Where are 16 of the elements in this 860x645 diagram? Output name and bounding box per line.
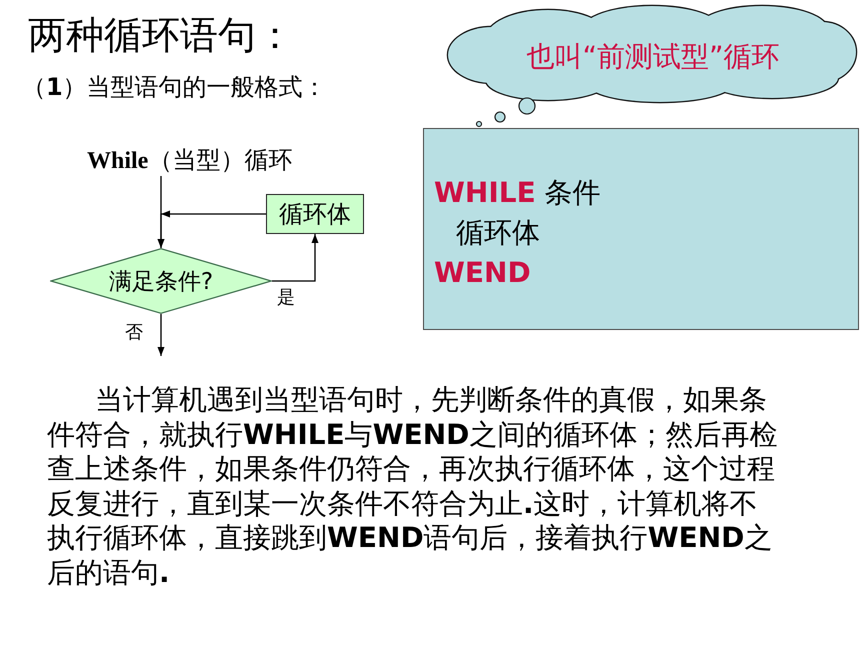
- code-line: 循环体: [456, 215, 540, 251]
- edge-label: 是: [277, 288, 295, 308]
- arrow: [158, 210, 266, 248]
- paragraph: 当计算机遇到当型语句时，先判断条件的真假，如果条件符合，就执行WHILE与WEND之间的循环体；然后再检查上述条件，如果条件仍符合，再次执行循环体，这个过程反复进行，直到某一次条件不符合为止.这时，计算机将不执行循环体，直接跳到WEND语句后，接着执行WEND之后的语句.: [47, 383, 778, 590]
- process-box: 循环体: [266, 194, 364, 234]
- subtitle: （1）当型语句的一般格式：: [22, 72, 327, 102]
- arrow: [158, 314, 164, 356]
- thought-cloud: 也叫“前测试型”循环: [446, 4, 860, 128]
- title: 两种循环语句：: [28, 12, 294, 58]
- edge-label: 否: [125, 323, 143, 343]
- chart-heading: While（当型）循环: [87, 146, 292, 176]
- code-panel: [423, 128, 859, 330]
- code-line: WHILE 条件: [434, 175, 601, 211]
- code-line: WEND: [434, 255, 531, 291]
- arrow: [272, 234, 318, 282]
- decision-diamond: 满足条件?: [50, 248, 272, 314]
